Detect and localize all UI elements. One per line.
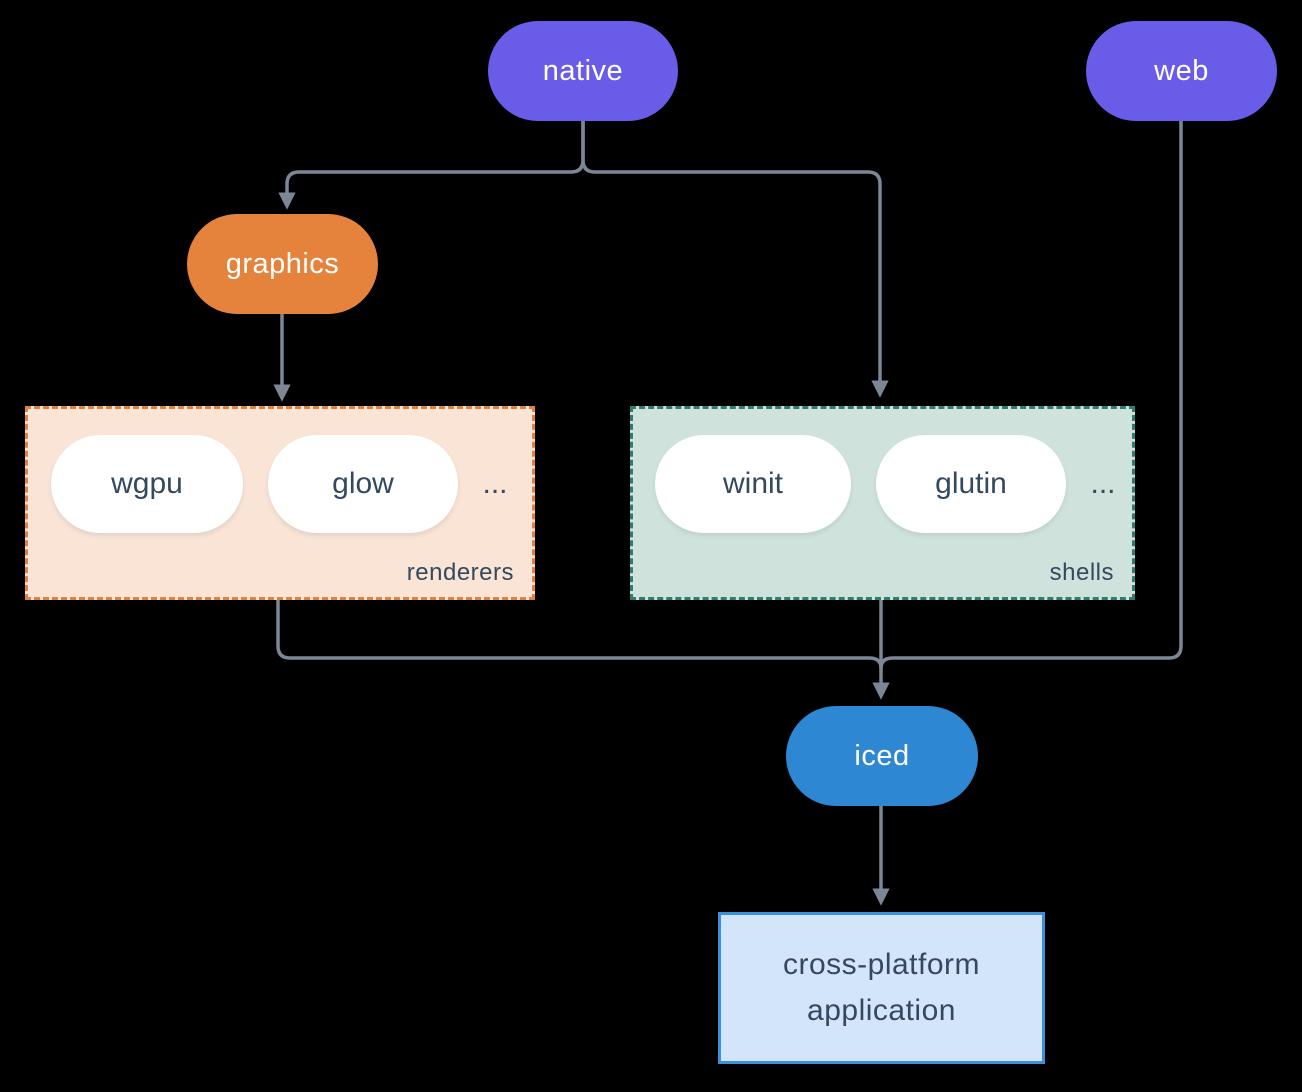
node-native-label: native (542, 54, 624, 87)
app-label-line1: cross-platform (782, 948, 981, 981)
node-winit: winit (655, 435, 851, 533)
node-glutin-label: glutin (935, 467, 1007, 500)
app-label-line2: application (807, 994, 956, 1027)
node-glow: glow (268, 435, 458, 533)
node-graphics: graphics (187, 214, 378, 314)
node-graphics-label: graphics (225, 247, 340, 280)
node-iced: iced (786, 706, 978, 806)
node-winit-label: winit (722, 467, 783, 500)
connector-native-to-graphics (278, 121, 585, 210)
connector-native-to-shells (581, 121, 889, 398)
node-web-label: web (1154, 54, 1209, 87)
group-shells: winit glutin ... shells (630, 406, 1135, 600)
group-renderers: wgpu glow ... renderers (25, 406, 535, 600)
node-iced-label: iced (854, 739, 910, 772)
node-wgpu: wgpu (51, 435, 243, 533)
connector-renderers-to-merge (276, 600, 883, 669)
node-glow-label: glow (332, 467, 394, 500)
node-cross-platform-application: cross-platform application (718, 912, 1045, 1064)
renderers-group-label: renderers (406, 559, 514, 586)
renderers-ellipsis: ... (482, 467, 508, 500)
node-wgpu-label: wgpu (111, 467, 183, 500)
shells-ellipsis: ... (1090, 467, 1116, 500)
node-web: web (1086, 21, 1277, 121)
node-glutin: glutin (876, 435, 1066, 533)
shells-group-label: shells (1049, 559, 1114, 586)
node-native: native (488, 21, 678, 121)
